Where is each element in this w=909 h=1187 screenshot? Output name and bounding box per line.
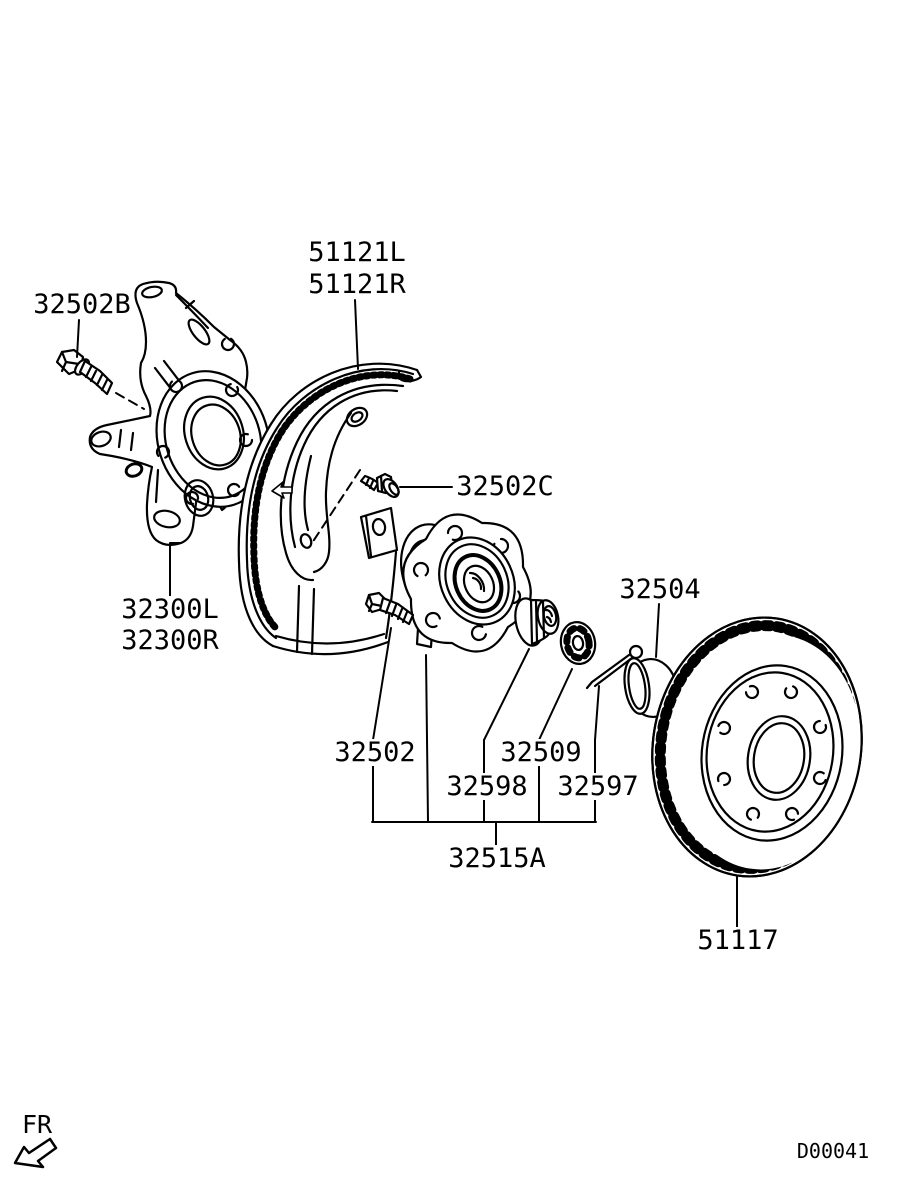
part-label-32300R[interactable]: 32300R bbox=[118, 627, 222, 654]
brake-disc-drawing bbox=[651, 616, 863, 878]
hub-bearing-rings bbox=[438, 536, 516, 626]
part-label-32509[interactable]: 32509 bbox=[497, 739, 585, 766]
knuckle-bolt-holes bbox=[155, 378, 254, 506]
brake-dust-shield-drawing bbox=[237, 362, 423, 656]
part-label-51121L[interactable]: 51121L bbox=[305, 239, 409, 266]
insert-direction-arrow-icon bbox=[271, 481, 293, 499]
fr-direction-arrow-icon bbox=[13, 1137, 58, 1169]
part-label-32515A[interactable]: 32515A bbox=[445, 845, 549, 872]
cotter-pin-drawing bbox=[585, 644, 644, 690]
shield-bolt-drawing bbox=[359, 472, 400, 498]
disc-bolt-holes bbox=[716, 684, 828, 822]
fr-direction-label: FR bbox=[21, 1110, 53, 1139]
part-label-51117[interactable]: 51117 bbox=[694, 927, 782, 954]
bearing-nut-drawing bbox=[514, 597, 560, 647]
lock-washer-drawing bbox=[559, 621, 597, 665]
part-label-51121R[interactable]: 51121R bbox=[305, 271, 409, 298]
wheel-hub-drawing bbox=[400, 513, 532, 653]
knuckle-bolt-drawing bbox=[55, 348, 114, 396]
diagram-code: D00041 bbox=[793, 1141, 873, 1161]
part-label-32504[interactable]: 32504 bbox=[616, 576, 704, 603]
part-label-32597[interactable]: 32597 bbox=[554, 773, 642, 800]
part-label-32502C[interactable]: 32502C bbox=[453, 473, 557, 500]
steering-knuckle-drawing bbox=[88, 280, 271, 547]
part-label-32502[interactable]: 32502 bbox=[331, 739, 419, 766]
part-label-32502B[interactable]: 32502B bbox=[30, 291, 134, 318]
part-label-32300L[interactable]: 32300L bbox=[118, 596, 222, 623]
part-label-32598[interactable]: 32598 bbox=[443, 773, 531, 800]
hub-bolt-drawing bbox=[364, 591, 415, 626]
